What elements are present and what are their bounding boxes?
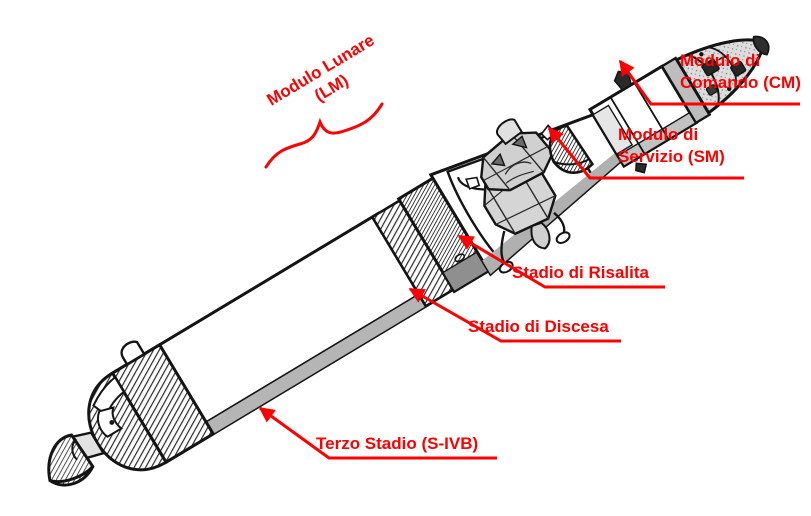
leader-third-stage: [258, 406, 497, 460]
lm-ascent-stage: [465, 118, 557, 192]
leader-service-module: [547, 126, 744, 180]
label-command-module-line1: Modulo di: [680, 51, 761, 70]
leader-descent-stage: [408, 287, 621, 343]
leader-ascent-stage: [457, 234, 665, 289]
annotation-leaders: [258, 59, 800, 460]
lunar-module: [456, 118, 571, 274]
command-module: [660, 35, 770, 125]
label-command-module-line2: Comando (CM): [680, 73, 801, 92]
label-third-stage: Terzo Stadio (S-IVB): [316, 434, 479, 453]
leader-lunar-module-brace: [264, 102, 384, 169]
leader-command-module: [618, 59, 800, 106]
rocket-body-group: [47, 35, 770, 487]
label-service-module: Modulo di Servizio (SM): [618, 124, 725, 168]
label-command-module: Modulo di Comando (CM): [680, 50, 801, 94]
label-service-module-line1: Modulo di: [618, 125, 699, 144]
label-ascent-stage: Stadio di Risalita: [512, 263, 649, 282]
label-service-module-line2: Servizio (SM): [618, 147, 725, 166]
label-descent-stage: Stadio di Discesa: [468, 317, 609, 336]
third-stage-s-ivb: [47, 198, 455, 487]
